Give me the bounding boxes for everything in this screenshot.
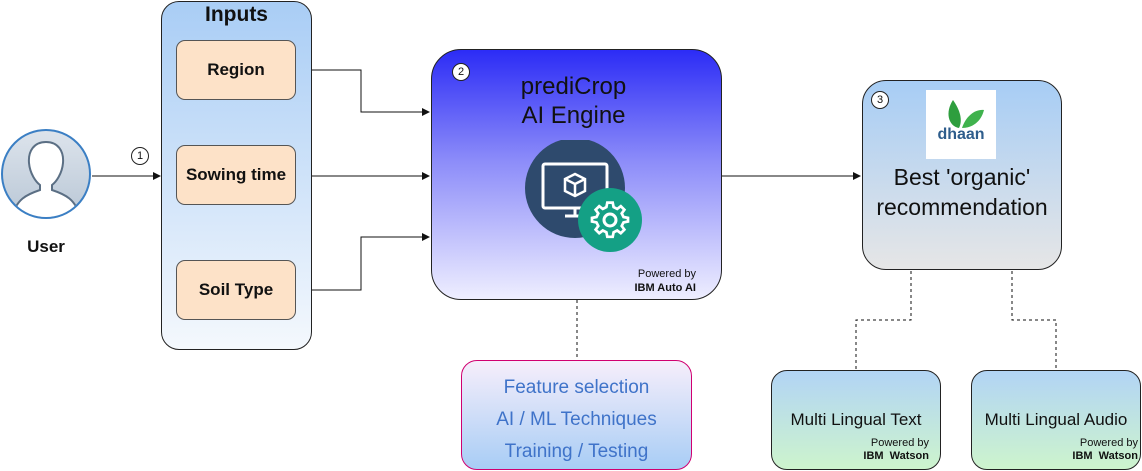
engine-powered-by: Powered by IBM Auto AI [600, 267, 696, 295]
rec-to-text-dashed [855, 271, 912, 370]
feature-panel [461, 360, 692, 470]
output-multilingual-text [771, 370, 941, 470]
step-2-badge: 2 [452, 63, 470, 81]
recommendation-line1: Best 'organic' [893, 164, 1031, 190]
user-label: User [27, 237, 65, 256]
rec-to-audio-dashed [1011, 271, 1057, 370]
output-text-powered: Powered by IBM Watson [820, 437, 929, 463]
engine-title-line1: prediCrop [520, 73, 627, 100]
leaf-logo-icon [948, 100, 984, 128]
dhaan-logo-text: dhaan [937, 126, 985, 143]
engine-title-line2: AI Engine [521, 102, 626, 129]
output-multilingual-audio [971, 370, 1141, 470]
engine-powered-label: Powered by [637, 268, 696, 280]
engine-powered-name: IBM Auto AI [634, 282, 696, 294]
recommendation-text: Best 'organic' recommendation [862, 162, 1062, 222]
input-region: Region [176, 40, 296, 100]
dhaan-logo: dhaan [926, 90, 996, 159]
feature-line-techniques: AI / ML Techniques [496, 409, 657, 430]
output-text-powered-label: Powered by [870, 437, 929, 449]
inputs-title: Inputs [205, 3, 268, 26]
output-audio-powered-name: IBM Watson [1072, 450, 1138, 462]
input-sowing-time: Sowing time [176, 145, 296, 205]
engine-title: prediCrop AI Engine [431, 72, 716, 130]
feature-line-selection: Feature selection [503, 377, 650, 398]
output-audio-powered-label: Powered by [1079, 437, 1138, 449]
step-3-badge: 3 [871, 91, 889, 109]
region-to-engine-connector [312, 69, 430, 116]
monitor-cube-gear-icon [525, 138, 645, 252]
recommendation-line2: recommendation [876, 194, 1048, 220]
output-audio-powered: Powered by IBM Watson [1020, 437, 1138, 463]
output-audio-label: Multi Lingual Audio [984, 410, 1128, 429]
step-1-badge: 1 [131, 147, 149, 165]
user-avatar-icon [0, 124, 92, 224]
input-soil-type: Soil Type [176, 260, 296, 320]
feature-line-training: Training / Testing [504, 441, 649, 462]
soil-to-engine-connector [312, 233, 430, 291]
output-text-powered-name: IBM Watson [863, 450, 929, 462]
output-text-label: Multi Lingual Text [790, 410, 922, 429]
